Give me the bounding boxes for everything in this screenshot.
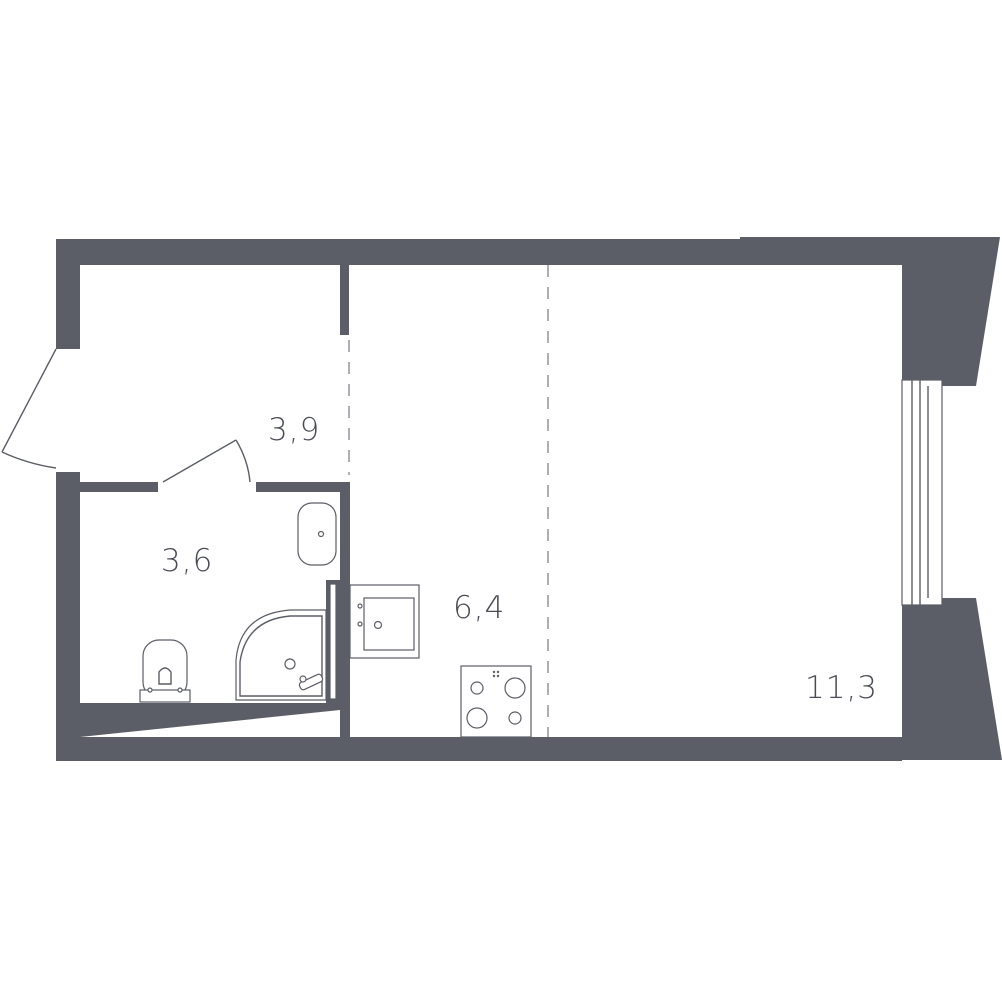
living-area-label: 11,3 (805, 670, 879, 706)
bottom-wall (56, 737, 902, 761)
shower-partition-inner (329, 583, 337, 700)
toilet-tank (139, 689, 191, 703)
window-icon (901, 379, 943, 606)
stove-knob (496, 670, 500, 674)
shower-tray (235, 609, 327, 701)
bathroom-right-wall (340, 482, 350, 737)
kitchen-sink-tap (357, 603, 363, 609)
door-icon (1, 348, 57, 469)
stove-knob (496, 674, 500, 678)
toilet-button (177, 687, 183, 693)
window-frame (901, 379, 943, 606)
washbasin-icon (297, 502, 337, 566)
toilet-icon (139, 639, 191, 703)
stove-knob (492, 674, 496, 678)
stove-knob (492, 670, 496, 674)
toilet-seat-mark (158, 667, 172, 685)
stove-icon (460, 665, 532, 738)
shower-mixer (299, 675, 307, 683)
entrance-door-leaf (1, 348, 57, 453)
bathroom-area-label: 3,6 (161, 543, 214, 579)
shower-head (298, 673, 324, 691)
shower-icon (235, 609, 327, 701)
left-wall-lower (56, 472, 80, 761)
stove-burner (466, 707, 488, 729)
kitchen-sink-icon (349, 584, 420, 659)
kitchen-area-label: 6,4 (453, 590, 506, 626)
bathroom-door-swing (235, 439, 251, 483)
washbasin-bowl (297, 502, 337, 566)
bathroom-top-wall-right (256, 482, 350, 492)
left-wall-upper (56, 239, 80, 349)
kitchen-sink-drain (373, 620, 383, 630)
partition-stub (340, 265, 349, 335)
shower-drain (284, 658, 296, 670)
kitchen-sink-tap (357, 621, 363, 627)
bathroom-door-leaf (162, 439, 237, 483)
interior-walls (80, 265, 350, 737)
bathroom-door-icon (162, 439, 251, 483)
toilet-button (147, 687, 153, 693)
stove-burner (470, 681, 484, 695)
stove-burner (504, 677, 526, 699)
washbasin-drain (317, 530, 325, 538)
stove-burner (508, 711, 522, 725)
bathroom-top-wall-left (80, 482, 158, 492)
bottom-right-wall (740, 598, 1002, 760)
top-right-wall (740, 237, 1000, 386)
entrance-door-swing (1, 451, 57, 469)
shower-tray-inner (239, 615, 323, 697)
kitchen-sink-basin (363, 597, 415, 651)
outer-walls (56, 237, 1002, 761)
bathroom-floor-wedge (80, 703, 340, 737)
hall-area-label: 3,9 (268, 412, 321, 448)
